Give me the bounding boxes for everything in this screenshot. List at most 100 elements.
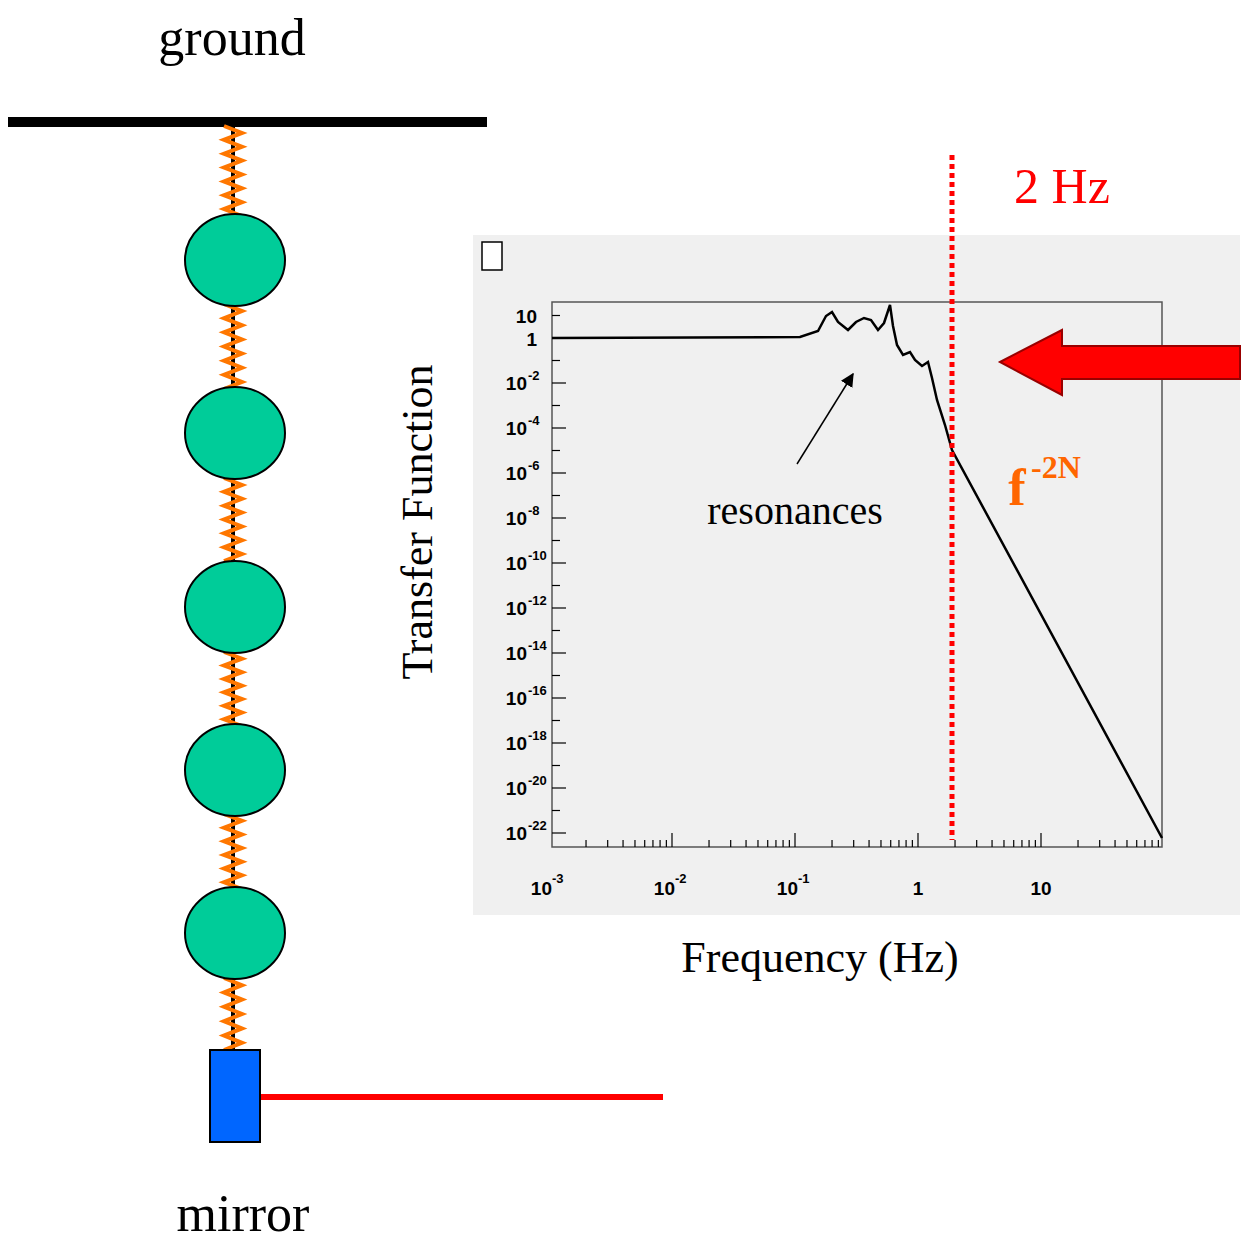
tick-exponent: -16: [528, 684, 547, 697]
tick-exponent: -8: [528, 504, 540, 517]
slope-exponent: -2N: [1031, 451, 1081, 483]
tick: [890, 840, 891, 847]
tick: [1114, 840, 1115, 847]
tick: [1035, 840, 1036, 847]
tick: [552, 675, 560, 676]
ground-label: ground: [158, 12, 305, 64]
spring: [224, 126, 242, 216]
leader-line: [797, 374, 853, 464]
tick: [1013, 840, 1014, 847]
mass: [185, 724, 285, 816]
tick: [1003, 840, 1004, 847]
tick: [868, 840, 869, 847]
tick: [1136, 840, 1137, 847]
tick-label: 10: [506, 419, 527, 438]
tick: [552, 630, 560, 631]
mass: [185, 387, 285, 479]
tick-exponent: -3: [552, 872, 564, 885]
tick: [552, 315, 560, 316]
tick: [757, 840, 758, 847]
tick-label: 1: [913, 879, 924, 898]
tick: [1099, 840, 1100, 847]
tick: [775, 840, 776, 847]
tick: [708, 840, 709, 847]
laser-beam: [260, 1094, 663, 1100]
axis-title: Frequency (Hz): [681, 936, 958, 980]
tick: [1077, 840, 1078, 847]
mass: [185, 561, 285, 653]
tick: [1151, 840, 1152, 847]
tick: [659, 840, 660, 847]
tick: [552, 540, 560, 541]
tick: [552, 607, 566, 608]
tick-exponent: -2: [675, 872, 687, 885]
tick: [552, 450, 560, 451]
tick: [634, 840, 635, 847]
tick: [552, 517, 566, 518]
spring: [224, 652, 242, 726]
tick: [853, 840, 854, 847]
tick: [767, 840, 768, 847]
tick: [880, 840, 881, 847]
tick: [1021, 840, 1022, 847]
tick: [552, 585, 560, 586]
tick: [552, 742, 566, 743]
tick: [552, 360, 560, 361]
annotation-label: resonances: [707, 491, 882, 531]
tick-exponent: -4: [528, 414, 540, 427]
tick-label: 10: [506, 779, 527, 798]
tick-exponent: -18: [528, 729, 547, 742]
mirror: [210, 1050, 260, 1142]
tick-exponent: -2: [528, 369, 540, 382]
tick: [552, 720, 560, 721]
tick: [552, 832, 566, 833]
tick: [671, 833, 672, 847]
tick: [552, 382, 566, 383]
tick: [552, 427, 566, 428]
tick: [898, 840, 899, 847]
tick: [831, 840, 832, 847]
tick: [552, 405, 560, 406]
tick-label: 10: [506, 509, 527, 528]
tick: [607, 840, 608, 847]
tick: [1144, 840, 1145, 847]
tick: [552, 765, 560, 766]
mass: [185, 214, 285, 306]
tick: [789, 840, 790, 847]
mass: [185, 887, 285, 979]
plot-panel: [473, 235, 1240, 915]
tick-label: 10: [506, 734, 527, 753]
tick: [1028, 840, 1029, 847]
tick-exponent: -22: [528, 819, 547, 832]
slope-label: f: [1008, 462, 1025, 514]
tick-exponent: -6: [528, 459, 540, 472]
tick: [912, 840, 913, 847]
tick: [585, 840, 586, 847]
tick: [905, 840, 906, 847]
tick-exponent: -10: [528, 549, 547, 562]
tick-label: 10: [506, 464, 527, 483]
tick: [552, 562, 566, 563]
masses: [185, 214, 285, 979]
tick: [1040, 833, 1041, 847]
mirror-label: mirror: [177, 1188, 310, 1240]
frequency-marker-label: 2 Hz: [1014, 161, 1110, 211]
tick: [954, 840, 955, 847]
ground-bar: [8, 117, 487, 127]
spring: [224, 478, 242, 561]
tick: [1126, 840, 1127, 847]
tick: [552, 697, 566, 698]
tick: [552, 787, 566, 788]
tick: [552, 495, 560, 496]
tick: [745, 840, 746, 847]
tick: [666, 840, 667, 847]
tick: [552, 810, 560, 811]
axis-ticks: [552, 316, 1158, 848]
spring: [224, 304, 242, 389]
tick-label: 10: [777, 879, 798, 898]
axis-title: Transfer Function: [396, 365, 440, 680]
plot-frame: [552, 302, 1162, 847]
panel-icon: [482, 242, 502, 270]
tick-label: 10: [506, 554, 527, 573]
